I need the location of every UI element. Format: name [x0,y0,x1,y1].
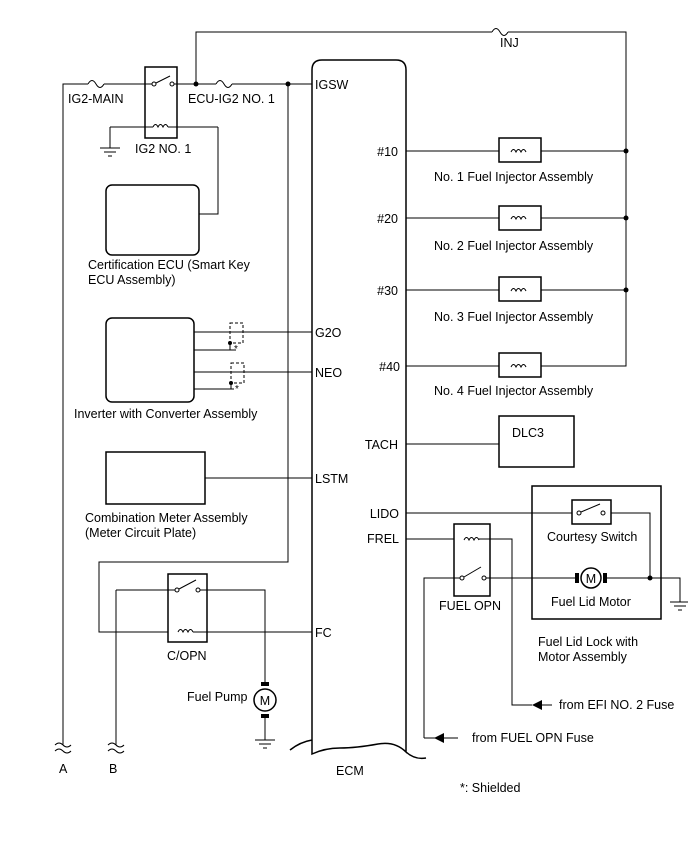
dlc3-label: DLC3 [512,426,544,440]
fuel-lid-motor [580,567,602,589]
copn-relay-coil [177,629,194,634]
inj-fuse [491,28,509,36]
injector-2-label: No. 2 Fuel Injector Assembly [434,239,594,253]
from-fuel-opn-label: from FUEL OPN Fuse [472,731,594,745]
inverter-label: Inverter with Converter Assembly [74,407,258,421]
arrow-icon [434,733,444,743]
dlc3-box [498,415,575,468]
break-a-icon [54,742,72,754]
ground-icon [100,147,120,157]
certification-ecu-box [105,184,200,256]
pin-10: #10 [377,145,398,159]
cert-ecu-label-2: ECU Assembly) [88,273,176,287]
ecm-block [289,59,427,760]
ground-icon [670,601,688,611]
ig2-no1-relay [144,66,178,139]
ground-icon [255,739,275,749]
cert-ecu-label-1: Certification ECU (Smart Key [88,258,251,272]
injector-4-label: No. 4 Fuel Injector Assembly [434,384,594,398]
inverter-box [105,317,195,403]
pin-40: #40 [379,360,400,374]
fuel-pump-motor [253,688,277,712]
pin-lido: LIDO [370,507,399,521]
injector-3 [498,276,542,302]
courtesy-switch-label: Courtesy Switch [547,530,637,544]
break-b-icon [107,742,125,754]
ecu-ig2-fuse [215,80,233,88]
shield-marker: * [235,384,239,395]
ecu-ig2-label: ECU-IG2 NO. 1 [188,92,275,106]
fuel-pump-label: Fuel Pump [187,690,247,704]
shielded-note: *: Shielded [460,781,521,795]
ig2-no1-label: IG2 NO. 1 [135,142,191,156]
shield-marker: * [234,344,238,355]
fuel-opn-relay [453,523,491,597]
pin-neo: NEO [315,366,342,380]
injector-3-label: No. 3 Fuel Injector Assembly [434,310,594,324]
arrow-icon [532,700,542,710]
fuel-lid-motor-label: Fuel Lid Motor [551,595,631,609]
injector-1-label: No. 1 Fuel Injector Assembly [434,170,594,184]
fuel-opn-relay-coil [463,537,480,542]
pin-frel: FREL [367,532,399,546]
ig2-main-label: IG2-MAIN [68,92,124,106]
terminal-a: A [59,762,68,776]
pin-30: #30 [377,284,398,298]
fuel-lid-lock-label-2: Motor Assembly [538,650,628,664]
motor-label: M [260,694,270,708]
from-efi-label: from EFI NO. 2 Fuse [559,698,674,712]
ig2-relay-coil [152,124,169,129]
fuel-opn-label: FUEL OPN [439,599,501,613]
pin-fc: FC [315,626,332,640]
pin-igsw: IGSW [315,78,349,92]
meter-label-2: (Meter Circuit Plate) [85,526,196,540]
fuel-lid-lock-label-1: Fuel Lid Lock with [538,635,638,649]
combination-meter-box [105,451,206,505]
ig2-main-fuse [87,80,105,88]
pin-tach: TACH [365,438,398,452]
motor-label: M [586,572,596,586]
meter-label-1: Combination Meter Assembly [85,511,248,525]
pin-g2o: G2O [315,326,342,340]
ecm-label: ECM [336,764,364,778]
pin-20: #20 [377,212,398,226]
terminal-b: B [109,762,117,776]
copn-label: C/OPN [167,649,207,663]
injector-1 [498,137,542,163]
inj-label: INJ [500,36,519,50]
pin-lstm: LSTM [315,472,348,486]
